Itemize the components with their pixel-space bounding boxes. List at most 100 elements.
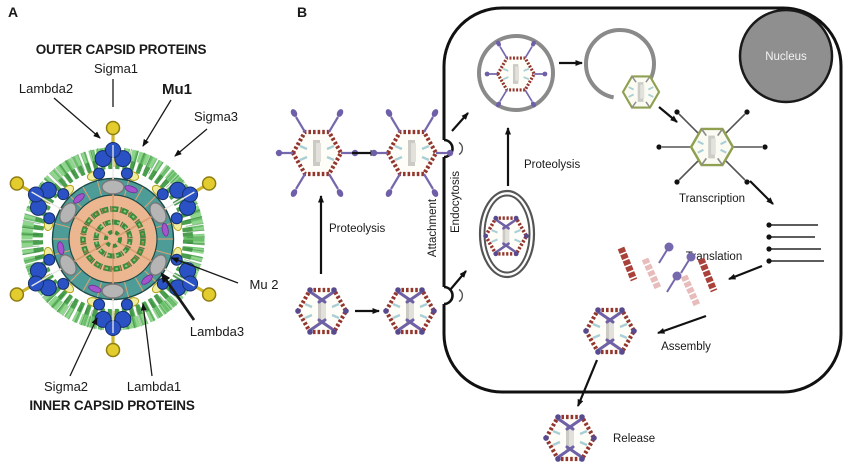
mu2-ellipse [101, 283, 125, 299]
segment-divider [96, 180, 103, 197]
sigma1-spike-tip [201, 176, 217, 191]
turret-channel [31, 268, 62, 287]
released-virion [543, 414, 597, 462]
label-lambda3: Lambda3 [190, 324, 244, 339]
nucleus [738, 8, 834, 104]
label-sigma3: Sigma3 [194, 109, 238, 124]
outer-capsid-fringe [21, 147, 205, 331]
sigma3-leader [174, 128, 208, 157]
segment-divider [82, 277, 92, 292]
cell-membrane [442, 6, 843, 394]
segment-divider [82, 186, 92, 201]
mu1-leader [142, 99, 172, 147]
label-lambda1: Lambda1 [127, 379, 181, 394]
label-endocytosis: Endocytosis [450, 171, 462, 233]
segment-divider [134, 277, 144, 292]
label-proteolysis-endosomal: Proteolysis [524, 159, 580, 171]
mu2-leader [171, 257, 239, 284]
lambda3-crescent [57, 241, 65, 256]
label-mu1: Mu1 [162, 81, 192, 98]
arrow-translation-to-assembly [657, 314, 707, 335]
lambda2-turret-lobe [93, 298, 106, 311]
mu2-ellipse [149, 202, 167, 224]
segment-divider [144, 196, 156, 208]
membrane-notch-lower [441, 285, 464, 306]
turret-channel [31, 191, 62, 210]
turret-channel [164, 268, 195, 287]
label-lambda2: Lambda2 [19, 81, 73, 96]
endosome-isvp [477, 34, 555, 112]
arrow-mrna-to-translation [728, 264, 763, 281]
segment-divider [123, 281, 130, 298]
virion-cross-section [9, 120, 217, 358]
label-sigma1: Sigma1 [94, 61, 138, 76]
endosome-virion [478, 189, 536, 279]
isvp-particle-2 [371, 108, 453, 198]
lambda2-turret-lobe [120, 298, 133, 311]
label-nucleus: Nucleus [765, 51, 807, 63]
lambda3-crescent [124, 185, 138, 194]
lambda1-leader [140, 303, 153, 377]
dsrna-genome [80, 206, 146, 272]
outer-capsid-fringe-dark [33, 159, 193, 319]
mu2-ellipse [59, 202, 77, 224]
label-proteolysis-extracellular: Proteolysis [329, 223, 385, 235]
mu1-protein-bar-2 [697, 257, 718, 293]
segment-divider [54, 222, 71, 229]
sigma1-proteins [658, 242, 696, 293]
label-mu2: Mu 2 [250, 277, 279, 292]
sigma1-spike-tip [201, 287, 217, 302]
sigma2-leader [69, 317, 98, 377]
lambda2-turret-lobe [57, 277, 70, 290]
label-attachment: Attachment [427, 198, 439, 257]
lambda3-crescent [161, 222, 169, 237]
lambda2-turret-lobe [156, 188, 169, 201]
mu1-protein-bar [617, 246, 638, 282]
sigma1-spike-tip [9, 287, 25, 302]
panel-b: B Nucleus Proteolysis Attachment Endocyt… [276, 4, 843, 462]
lambda2-turret-lobe [120, 167, 133, 180]
mrna-transcripts [766, 222, 824, 264]
penetration-vesicle [584, 28, 661, 109]
mu2-ellipse [59, 254, 77, 276]
lambda2-turret-lobe [57, 188, 70, 201]
lambda2-turret-lobe [43, 253, 56, 266]
label-sigma2: Sigma2 [44, 379, 88, 394]
arrow-entry-upper [451, 112, 469, 132]
virion-particle-2 [383, 287, 437, 335]
sigma1-spike-tip [9, 176, 25, 191]
arrow-core-to-transcription [658, 106, 678, 123]
assembled-virion [583, 307, 637, 355]
segment-divider [134, 186, 144, 201]
sigma3-protein-bar [641, 257, 662, 290]
lambda2-turret-lobe [43, 212, 56, 225]
sigma1-spike-tip [105, 120, 121, 136]
sigma3-protein-bar-2 [680, 274, 701, 307]
lambda2-leader [53, 97, 101, 139]
arrow-transcription-to-mrna [749, 180, 774, 205]
outer-capsid-fringe-texture [20, 147, 205, 331]
panel-b-letter: B [297, 4, 307, 20]
mu2-ellipse [101, 179, 125, 195]
mu2-lambda3-layer [57, 179, 169, 299]
lambda3-crescent [73, 193, 85, 204]
inner-capsid-heading: INNER CAPSID PROTEINS [29, 398, 195, 413]
panel-a-letter: A [8, 4, 18, 20]
outer-capsid-heading: OUTER CAPSID PROTEINS [36, 42, 207, 57]
turret-channel [164, 191, 195, 210]
label-transcription: Transcription [679, 193, 745, 205]
lambda2-turret-lobe [170, 212, 183, 225]
segment-divider [155, 249, 172, 256]
label-assembly: Assembly [661, 341, 711, 353]
lambda3-crescent [88, 284, 102, 293]
sigma1-spike-tip [105, 342, 121, 358]
label-release: Release [613, 433, 655, 445]
leader-lines [53, 79, 239, 377]
lambda3-crescent [141, 274, 153, 285]
virion-particle-1 [295, 287, 349, 335]
panel-a: A OUTER CAPSID PROTEINS INNER CAPSID PRO… [8, 4, 278, 413]
translated-proteins [617, 242, 718, 307]
lambda2-turret-lobe [93, 167, 106, 180]
